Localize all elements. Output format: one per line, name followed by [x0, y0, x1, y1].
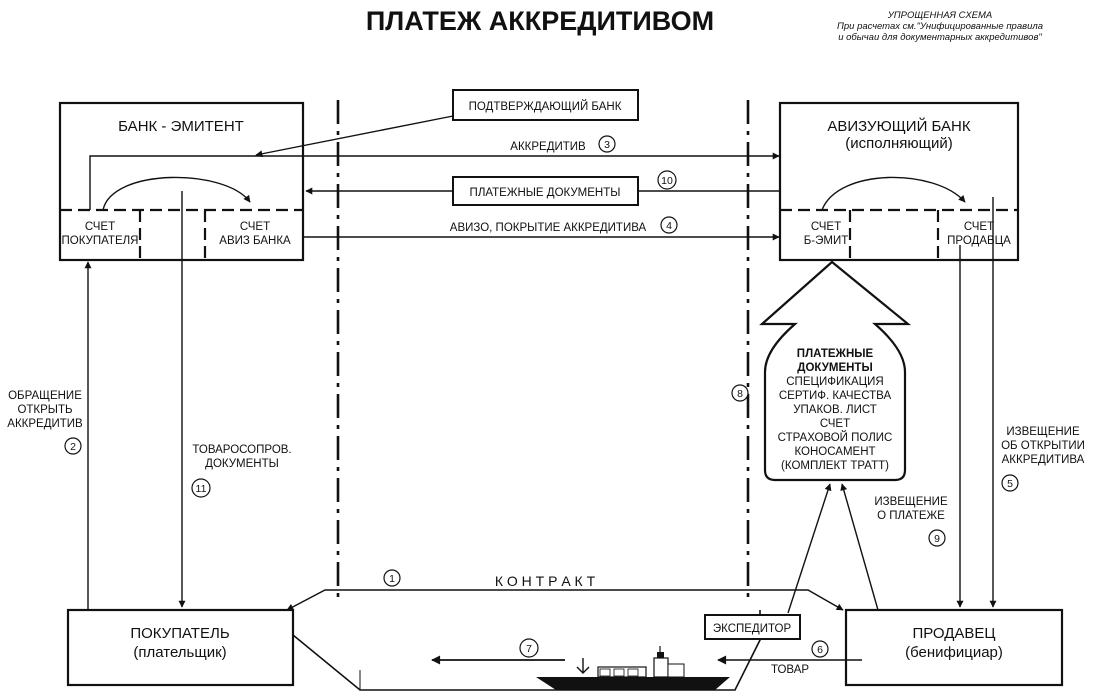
- seller-docs-arrow: [840, 483, 879, 611]
- flow-3-badge: [598, 135, 616, 153]
- flow-11-badge: [191, 478, 211, 498]
- advising-bank-box: [778, 101, 1020, 262]
- note-line-3: и обычаи для документарных аккредитивов": [838, 32, 1042, 43]
- flow-11-label-1: ТОВАРОСОПРОВ.: [192, 444, 291, 456]
- flow-10-number: 10: [661, 175, 673, 187]
- flow-5-label-3: АККРЕДИТИВА: [1002, 454, 1085, 466]
- note-line-2: При расчетах см."Унифицированные правила: [837, 21, 1043, 32]
- flow-1-contract-arrow-right: [560, 589, 844, 611]
- issuing-account-label-1: СЧЕТ: [811, 221, 841, 233]
- buyer-label-2: (плательщик): [133, 644, 226, 661]
- flow-9-label-2: О ПЛАТЕЖЕ: [877, 510, 945, 522]
- buyer-label-1: ПОКУПАТЕЛЬ: [130, 625, 230, 642]
- documents-header-1: ПЛАТЕЖНЫЕ: [797, 348, 874, 360]
- document-item: КОНОСАМЕНТ: [794, 446, 875, 458]
- flow-8-badge: [731, 384, 749, 402]
- confirming-bank-label: ПОДТВЕРЖДАЮЩИЙ БАНК: [469, 100, 622, 113]
- flow-8-number: 8: [737, 388, 743, 400]
- document-item: (КОМПЛЕКТ ТРАТТ): [781, 460, 889, 472]
- forwarder-label: ЭКСПЕДИТОР: [713, 623, 792, 635]
- document-item: СПЕЦИФИКАЦИЯ: [786, 376, 883, 388]
- issuing-bank-title: БАНК - ЭМИТЕНТ: [118, 118, 244, 135]
- flow-4-badge: [660, 216, 678, 234]
- buyer-box: [66, 608, 295, 687]
- flow-7-number: 7: [526, 643, 532, 655]
- page-title: ПЛАТЕЖ АККРЕДИТИВОМ: [366, 6, 714, 36]
- flow-11-number: 11: [196, 483, 207, 495]
- flow-10-badge: [657, 170, 677, 190]
- seller-account-label-2: ПРОДАВЦА: [947, 235, 1011, 247]
- document-item: СЕРТИФ. КАЧЕСТВА: [779, 390, 892, 402]
- flow-4-number: 4: [666, 220, 672, 232]
- documents-header-2: ДОКУМЕНТЫ: [797, 362, 872, 374]
- advising-transfer-arrow: [821, 176, 966, 211]
- flow-5-badge: [1001, 474, 1019, 492]
- flow-11-label-2: ДОКУМЕНТЫ: [205, 458, 279, 470]
- seller-account-label-1: СЧЕТ: [964, 221, 994, 233]
- buyer-account-label-2: ПОКУПАТЕЛЯ: [62, 235, 139, 247]
- advising-bank-title-1: АВИЗУЮЩИЙ БАНК: [827, 117, 971, 135]
- flow-5-label-1: ИЗВЕЩЕНИЕ: [1006, 426, 1080, 438]
- advising-account-label-1: СЧЕТ: [240, 221, 270, 233]
- flow-5-label-2: ОБ ОТКРЫТИИ: [1001, 440, 1085, 452]
- seller-box: [844, 608, 1064, 687]
- document-item: УПАКОВ. ЛИСТ: [793, 404, 877, 416]
- confirming-bank-arrow: [255, 115, 454, 158]
- documents-big-arrow: [759, 260, 912, 482]
- flow-1-contract-arrow-left: [286, 589, 560, 611]
- flow-2-badge: [64, 437, 82, 455]
- flow-1-number: 1: [389, 573, 395, 585]
- buyer-account-label-1: СЧЕТ: [85, 221, 115, 233]
- flow-2-label-2: ОТКРЫТЬ: [17, 404, 72, 416]
- flow-3-arrow: [89, 152, 780, 210]
- flow-9-badge: [928, 529, 946, 547]
- ship-icon: [536, 646, 730, 690]
- flow-4-label: АВИЗО, ПОКРЫТИЕ АККРЕДИТИВА: [450, 222, 647, 234]
- flow-1-badge: [383, 569, 401, 587]
- flow-6-label: ТОВАР: [771, 664, 809, 676]
- seller-label-2: (бенифициар): [905, 644, 1003, 661]
- payment-docs-label: ПЛАТЕЖНЫЕ ДОКУМЕНТЫ: [470, 187, 621, 199]
- flow-1-contract-label: К О Н Т Р А К Т: [495, 573, 596, 589]
- flow-5-number: 5: [1007, 478, 1013, 490]
- flow-6-number: 6: [817, 644, 823, 656]
- flow-3-number: 3: [604, 139, 610, 151]
- forwarder-box: [704, 614, 801, 640]
- seller-label-1: ПРОДАВЕЦ: [912, 625, 995, 642]
- forwarder-docs-arrow: [787, 483, 832, 614]
- advising-bank-title-2: (исполняющий): [845, 135, 953, 152]
- document-item: СЧЕТ: [820, 418, 850, 430]
- issuing-transfer-arrow: [102, 176, 251, 211]
- flow-9-number: 9: [934, 533, 940, 545]
- flow-2-label-3: АККРЕДИТИВ: [7, 418, 83, 430]
- issuing-account-label-2: Б-ЭМИТ: [804, 235, 849, 247]
- flow-7-badge: [519, 638, 539, 658]
- flow-6-badge: [811, 640, 829, 658]
- document-item: СТРАХОВОЙ ПОЛИС: [778, 431, 893, 444]
- flow-3-label: АККРЕДИТИВ: [510, 141, 586, 153]
- flow-2-label-1: ОБРАЩЕНИЕ: [8, 390, 82, 402]
- note-line-1: УПРОЩЕННАЯ СХЕМА: [887, 10, 993, 21]
- flow-9-label-1: ИЗВЕЩЕНИЕ: [874, 496, 948, 508]
- confirming-bank-box: [452, 89, 639, 121]
- advising-account-label-2: АВИЗ БАНКА: [219, 235, 291, 247]
- flow-2-number: 2: [70, 441, 76, 453]
